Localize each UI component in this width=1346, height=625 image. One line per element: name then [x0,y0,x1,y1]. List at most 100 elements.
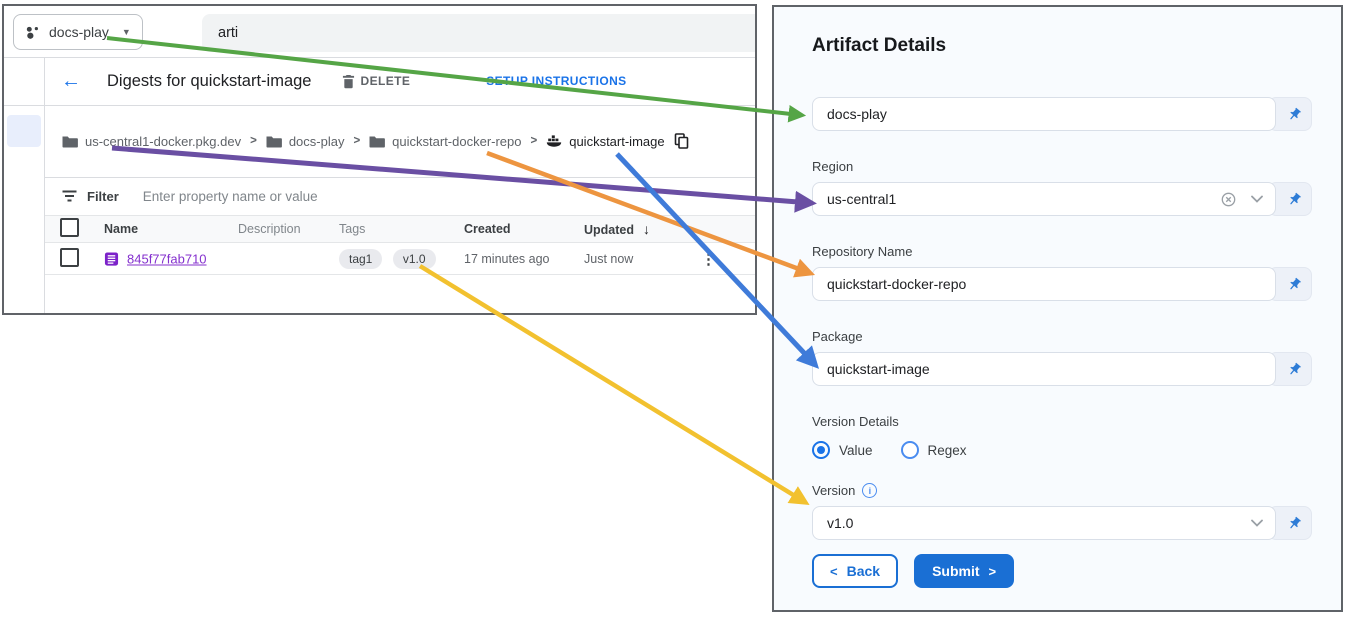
sidebar-divider [44,58,45,313]
breadcrumb-item-package[interactable]: quickstart-image [546,133,665,149]
package-field-group: Package quickstart-image [812,329,1312,386]
radio-option-regex[interactable]: Regex [900,441,967,459]
project-selector-label: docs-play [49,24,109,40]
radio-option-value[interactable]: Value [812,441,873,459]
radio-regex-label: Regex [927,442,967,458]
project-value: docs-play [827,106,887,122]
breadcrumb-item-host[interactable]: us-central1-docker.pkg.dev [62,134,241,149]
created-cell: 17 minutes ago [464,251,550,266]
chevron-down-icon[interactable] [1251,195,1263,203]
radio-value-label: Value [839,442,873,458]
pin-icon [1290,516,1301,528]
chevron-down-icon[interactable] [1251,519,1263,527]
panel-title: Artifact Details [812,35,947,56]
copy-button[interactable] [674,133,689,149]
chevron-left-icon: < [830,563,838,579]
row-checkbox[interactable] [60,247,79,267]
pin-icon [1290,107,1301,119]
search-box [202,14,755,52]
radio-selected-icon [812,441,830,459]
version-details-group: Version Details Value Regex [812,414,1312,459]
tag-chip: tag1 [339,248,383,269]
digest-link[interactable]: 845f77fab710 [127,251,207,266]
filter-label: Filter [87,188,119,204]
project-input[interactable]: docs-play [812,97,1276,131]
region-value: us-central1 [827,191,897,207]
folder-icon [369,136,386,147]
filter-icon [62,190,77,202]
tag-chip: v1.0 [392,248,436,269]
container-image-icon [547,135,562,147]
caret-down-icon: ▼ [121,27,131,37]
table-header: Name Description Tags Created Updated ↓ [45,215,755,243]
project-dots-icon [26,26,38,39]
column-header-updated-label: Updated [584,223,634,237]
back-button-label: Back [846,563,881,579]
breadcrumb-label: docs-play [288,133,345,149]
pin-icon [1290,277,1301,289]
copy-icon [674,133,688,149]
manifest-icon [104,251,119,266]
chevron-right-icon: > [988,563,997,579]
delete-button[interactable]: DELETE [342,74,411,89]
submit-button[interactable]: Submit > [914,554,1015,588]
info-icon[interactable]: i [862,483,878,498]
column-header-tags: Tags [339,222,366,236]
region-input[interactable]: us-central1 [812,182,1276,216]
artifact-details-panel: Artifact Details docs-play Region [772,5,1343,612]
breadcrumb-item-repository[interactable]: quickstart-docker-repo [369,133,522,149]
filter-input[interactable] [140,187,755,205]
package-input[interactable]: quickstart-image [812,352,1276,386]
package-label: Package [812,329,863,344]
console-topbar: docs-play ▼ [4,6,755,57]
repository-field-group: Repository Name quickstart-docker-repo [812,244,1312,301]
back-arrow-icon[interactable]: ← [61,70,81,92]
column-header-name: Name [104,222,139,236]
version-label: Version [812,483,856,498]
breadcrumb-separator: > [250,135,257,147]
sidebar-selected-item[interactable] [7,115,41,147]
trash-icon [342,74,354,88]
column-header-description: Description [238,222,301,236]
breadcrumb-separator: > [353,135,361,147]
column-header-created: Created [464,222,511,236]
version-field-group: Version i v1.0 [812,483,1312,540]
repository-value: quickstart-docker-repo [827,276,967,292]
breadcrumb: us-central1-docker.pkg.dev > docs-play >… [45,105,747,177]
repository-input[interactable]: quickstart-docker-repo [812,267,1276,301]
package-value: quickstart-image [827,361,930,377]
folder-icon [266,136,282,147]
updated-cell: Just now [584,251,634,266]
row-menu-button[interactable]: ⋮ [701,250,716,268]
version-value: v1.0 [827,515,854,531]
radio-unselected-icon [900,441,919,459]
column-header-updated[interactable]: Updated ↓ [584,221,650,237]
breadcrumb-label: us-central1-docker.pkg.dev [85,133,242,149]
panel-actions: < Back Submit > [812,554,1312,588]
repository-label: Repository Name [812,244,913,259]
pin-icon [1290,192,1301,204]
page-title: Digests for quickstart-image [107,71,312,90]
page-header: ← Digests for quickstart-image DELETE SE… [45,57,755,105]
filter-bar: Filter [45,177,755,215]
pin-icon [1290,362,1301,374]
submit-button-label: Submit [932,563,980,579]
setup-instructions-button[interactable]: SETUP INSTRUCTIONS [486,74,626,88]
select-all-checkbox[interactable] [60,218,79,237]
breadcrumb-label: quickstart-docker-repo [392,133,522,149]
breadcrumb-label: quickstart-image [569,133,665,149]
delete-label: DELETE [360,74,411,88]
project-field-group: docs-play [812,97,1312,131]
sort-desc-icon: ↓ [643,221,650,237]
project-selector[interactable]: docs-play ▼ [13,14,143,50]
version-input[interactable]: v1.0 [812,506,1276,540]
console-window: docs-play ▼ ← Digests for quickstart-ima… [2,4,757,315]
region-field-group: Region us-central1 [812,159,1312,216]
clear-icon[interactable] [1221,192,1236,207]
region-label: Region [812,159,854,174]
search-input[interactable] [202,25,755,41]
folder-icon [62,136,78,147]
back-button[interactable]: < Back [812,554,899,588]
breadcrumb-item-project[interactable]: docs-play [266,133,345,149]
breadcrumb-separator: > [530,135,538,147]
